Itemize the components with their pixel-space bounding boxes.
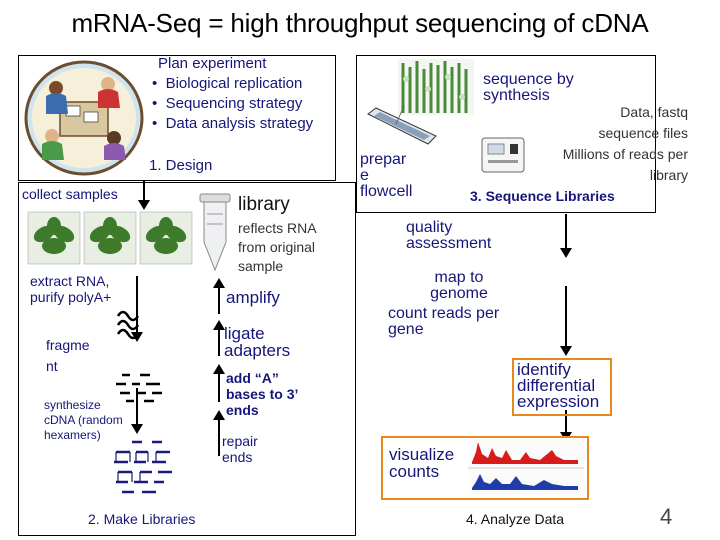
repair-label: repair ends [222,433,258,465]
arrow-up-icon [213,278,225,456]
map-to-genome-label: map to genome [430,269,488,302]
arrow-down-icon [131,276,143,434]
sequencing-clusters-image [398,59,474,115]
amplify-label: amplify [226,288,280,307]
visualize-box [381,436,589,500]
plan-heading: Plan experiment [158,55,267,72]
prepare-flowcell-label: prepar e flowcell [360,151,413,200]
sequence-libraries-box [356,55,656,213]
meeting-illustration [24,60,144,176]
make-libraries-box [18,182,356,536]
fragment-label: fragme nt [46,337,90,374]
extract-label: extract RNA, purify polyA+ [30,273,112,305]
design-box [18,55,336,181]
analyze-step-label: 4. Analyze Data [466,511,565,527]
sequence-data-note: Data, fastq sequence files Millions of r… [562,104,688,183]
add-a-label: add “A” bases to 3’ ends [226,370,298,418]
plant-samples-image [27,211,193,265]
tube-icon [199,193,231,272]
library-note: reflects RNA from original sample [238,220,316,274]
sequence-by-synthesis-label: sequence by synthesis [483,71,574,104]
differential-expression-label: identify differential expression [517,360,600,411]
flowcell-icon [367,105,437,145]
design-step-label: 1. Design [149,157,213,174]
plan-bullets: • Biological replication • Sequencing st… [152,74,330,134]
collect-samples-label: collect samples [22,186,118,202]
library-label: library [238,194,290,215]
quality-assessment-label: quality assessment [406,219,492,252]
plan-bullet: • Data analysis strategy [152,115,314,132]
page-number: 4 [660,504,673,529]
plan-bullet: • Sequencing strategy [152,95,303,112]
differential-expression-box [512,358,612,416]
library-fragments-icon [114,440,172,494]
fragmentation-icon [116,310,140,340]
sequencer-icon [481,137,525,173]
ligate-label: ligate adapters [224,324,291,360]
cdna-fragments-icon [116,373,162,403]
plan-bullet: • Biological replication [152,75,303,92]
visualize-label: visualize counts [389,445,455,481]
slide-title: mRNA-Seq = high throughput sequencing of… [71,8,649,38]
make-libraries-step-label: 2. Make Libraries [88,511,196,527]
synthesize-label: synthesize cDNA (random hexamers) [44,398,123,442]
count-reads-label: count reads per gene [388,305,500,338]
arrow-down-icon [138,180,150,210]
sequence-step-label: 3. Sequence Libraries [470,188,615,204]
coverage-tracks-image [468,438,584,494]
